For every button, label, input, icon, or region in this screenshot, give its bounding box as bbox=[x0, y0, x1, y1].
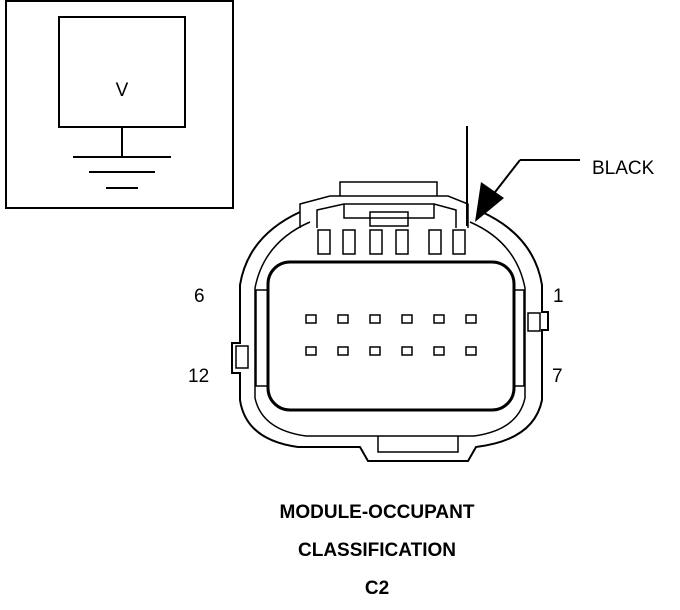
latch-teeth bbox=[317, 229, 466, 255]
terminal-pin-8 bbox=[433, 346, 445, 356]
terminal-pin-12 bbox=[305, 346, 317, 356]
terminal-pin-4 bbox=[369, 314, 381, 324]
connector-cavity bbox=[266, 260, 516, 412]
terminal-pin-5 bbox=[337, 314, 349, 324]
terminal-pin-10 bbox=[369, 346, 381, 356]
connector-latch-center bbox=[369, 211, 409, 227]
left-rail bbox=[255, 289, 269, 387]
pin-label-6: 6 bbox=[194, 286, 205, 307]
latch-tooth bbox=[452, 229, 466, 255]
connector-shell-outer bbox=[231, 211, 549, 462]
connector-latch-inner bbox=[316, 203, 457, 228]
right-key bbox=[527, 312, 541, 332]
pin-label-1: 1 bbox=[553, 286, 564, 307]
terminal-pin-3 bbox=[401, 314, 413, 324]
wire-callout: BLACK bbox=[466, 126, 655, 226]
latch-tooth bbox=[369, 229, 383, 255]
latch-tooth bbox=[317, 229, 331, 255]
voltmeter-symbol: V bbox=[5, 0, 234, 209]
terminal-pins bbox=[305, 314, 477, 356]
latch-tooth bbox=[395, 229, 409, 255]
meter-symbol-label: V bbox=[116, 80, 129, 101]
symbol-frame bbox=[5, 0, 234, 209]
latch-tooth bbox=[342, 229, 356, 255]
connector-latch-bar bbox=[343, 204, 435, 219]
terminal-pin-11 bbox=[337, 346, 349, 356]
terminal-pin-9 bbox=[401, 346, 413, 356]
terminal-pin-2 bbox=[433, 314, 445, 324]
terminal-pin-6 bbox=[305, 314, 317, 324]
terminal-pin-7 bbox=[465, 346, 477, 356]
connector-key-slot bbox=[377, 436, 459, 453]
connector-shell-inner bbox=[254, 221, 526, 437]
caption-line-3: C2 bbox=[365, 578, 389, 599]
terminal-pin-1 bbox=[465, 314, 477, 324]
pin-label-7: 7 bbox=[552, 366, 563, 387]
meter-box bbox=[58, 16, 186, 128]
connector bbox=[231, 181, 549, 462]
wire-color-label: BLACK bbox=[592, 158, 655, 179]
connector-latch-outer bbox=[299, 195, 469, 228]
caption-line-2: CLASSIFICATION bbox=[298, 540, 456, 561]
pin-label-12: 12 bbox=[188, 366, 209, 387]
leader-diagonal bbox=[491, 159, 521, 197]
latch-tooth bbox=[428, 229, 442, 255]
caption-line-1: MODULE-OCCUPANT bbox=[280, 502, 475, 523]
connector-lock-tab bbox=[339, 181, 438, 196]
left-key bbox=[235, 345, 249, 369]
